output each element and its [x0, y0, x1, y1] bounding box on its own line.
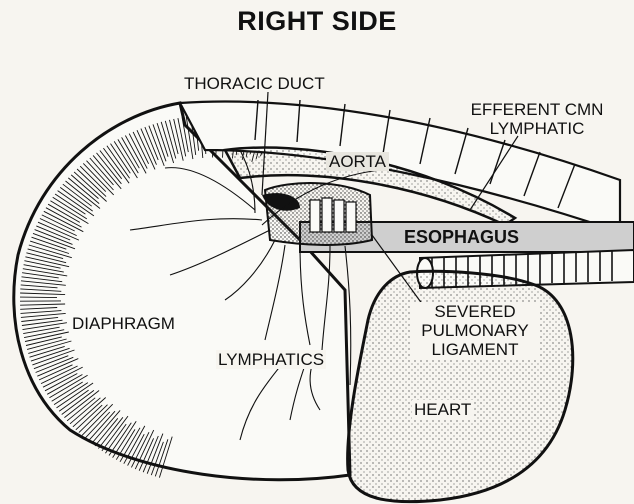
label-efferent-line2: LYMPHATIC	[452, 119, 622, 138]
label-esophagus: ESOPHAGUS	[404, 228, 519, 247]
label-severed-line3: LIGAMENT	[410, 340, 540, 359]
label-thoracic-duct: THORACIC DUCT	[184, 74, 325, 93]
page-title: RIGHT SIDE	[0, 6, 634, 37]
label-heart: HEART	[412, 400, 473, 419]
label-aorta: AORTA	[326, 152, 389, 171]
label-severed-pulmonary-ligament: SEVERED PULMONARY LIGAMENT	[410, 302, 540, 359]
label-efferent-cmn-lymphatic: EFFERENT CMN LYMPHATIC	[452, 100, 622, 138]
label-severed-line1: SEVERED	[410, 302, 540, 321]
label-lymphatics: LYMPHATICS	[216, 350, 326, 369]
label-diaphragm: DIAPHRAGM	[72, 314, 175, 333]
label-efferent-line1: EFFERENT CMN	[452, 100, 622, 119]
label-severed-line2: PULMONARY	[410, 321, 540, 340]
hatch-line	[20, 297, 57, 298]
